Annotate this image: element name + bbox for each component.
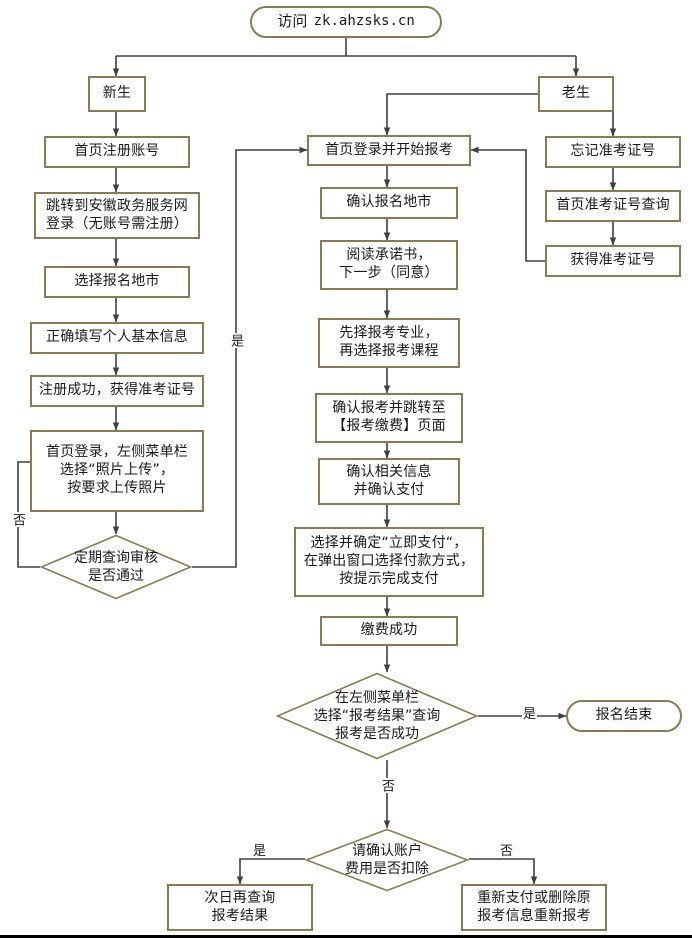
node-start[interactable]: 访问 zk.ahzsks.cn	[250, 6, 442, 38]
audit-check-label: 定期查询审核 是否通过	[74, 549, 158, 584]
edge-label-deduct-yes: 是	[252, 844, 268, 859]
node-forgot-ticket[interactable]: 忘记准考证号	[545, 136, 681, 168]
node-confirm-deduct[interactable]: 请确认账户 费用是否扣除	[305, 828, 469, 892]
node-register-success[interactable]: 注册成功，获得准考证号	[30, 375, 204, 407]
audit-check-diamond-shape	[40, 534, 192, 600]
node-confirm-city[interactable]: 确认报名地市	[320, 187, 458, 219]
node-recheck-tomorrow[interactable]: 次日再查询 报考结果	[167, 884, 313, 931]
node-pay-now[interactable]: 选择并确定“立即支付“， 在弹出窗口选择付款方式， 按提示完成支付	[294, 527, 484, 597]
check-result-diamond-shape	[276, 672, 478, 760]
node-pay-success[interactable]: 缴费成功	[320, 616, 458, 646]
node-upload-photo[interactable]: 首页登录，左侧菜单栏 选择“照片上传”， 按要求上传照片	[30, 430, 204, 512]
confirm-deduct-diamond-shape	[305, 828, 469, 892]
confirm-deduct-label: 请确认账户 费用是否扣除	[345, 842, 429, 877]
node-jump-gov-site[interactable]: 跳转到安徽政务服务网 登录（无账号需注册）	[34, 192, 200, 239]
node-audit-check[interactable]: 定期查询审核 是否通过	[40, 534, 192, 600]
edge-label-result-yes: 是	[522, 707, 538, 722]
node-fill-info[interactable]: 正确填写个人基本信息	[30, 322, 204, 354]
start-label-url: zk.ahzsks.cn	[313, 13, 415, 30]
start-label-prefix: 访问	[277, 12, 308, 31]
check-result-label: 在左侧菜单栏 选择“报考结果”查询 报考是否成功	[313, 689, 441, 743]
node-repay-or-delete[interactable]: 重新支付或删除原 报考信息重新报考	[461, 884, 607, 931]
node-confirm-apply[interactable]: 确认报考并跳转至 【报考缴费】页面	[315, 393, 463, 443]
node-old-student[interactable]: 老生	[538, 76, 614, 112]
node-select-city[interactable]: 选择报名地市	[44, 266, 190, 298]
node-new-student[interactable]: 新生	[88, 76, 146, 112]
edge-label-result-no: 否	[379, 778, 394, 793]
node-register-account[interactable]: 首页注册账号	[44, 136, 190, 168]
node-apply-end[interactable]: 报名结束	[566, 700, 682, 732]
node-get-ticket[interactable]: 获得准考证号	[545, 245, 681, 277]
node-login-and-apply[interactable]: 首页登录并开始报考	[307, 135, 471, 166]
edge-label-audit-no: 否	[10, 512, 25, 527]
edge-label-deduct-no: 否	[499, 844, 515, 859]
node-read-promise[interactable]: 阅读承诺书， 下一步（同意）	[320, 240, 458, 290]
node-confirm-info-pay[interactable]: 确认相关信息 并确认支付	[318, 458, 460, 505]
node-check-result[interactable]: 在左侧菜单栏 选择“报考结果”查询 报考是否成功	[276, 672, 478, 760]
node-query-ticket[interactable]: 首页准考证号查询	[545, 190, 681, 222]
node-select-major[interactable]: 先择报考专业， 再选择报考课程	[318, 318, 460, 368]
edge-label-audit-yes: 是	[228, 333, 243, 348]
